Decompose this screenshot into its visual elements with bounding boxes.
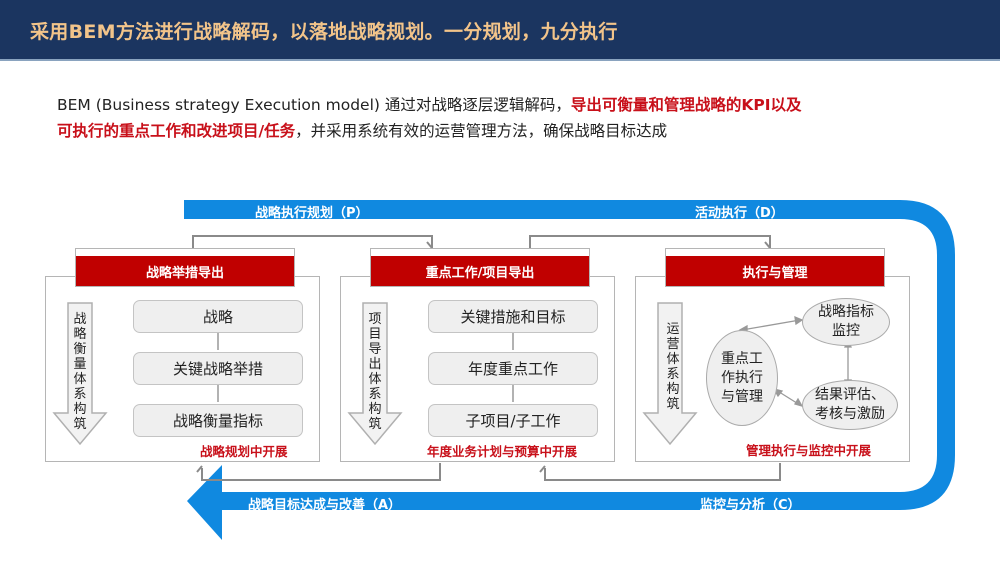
check-label: 监控与分析（C） [700,498,801,513]
panel1-step-3: 战略衡量指标 [133,404,303,437]
panel3-footer: 管理执行与监控中开展 [746,443,872,458]
node-evaluation-incentives: 结果评估、 考核与激励 [802,380,898,430]
panel1-header: 战略举措导出 [75,248,295,287]
node0-line3: 与管理 [721,388,763,405]
intro-line1-highlight: 导出可衡量和管理战略的KPI以及 [570,96,802,114]
intro-line2-text: ，并采用系统有效的运营管理方法，确保战略目标达成 [295,122,668,140]
panel2-footer: 年度业务计划与预算中开展 [427,444,578,459]
plan-label: 战略执行规划（P） [255,206,369,221]
node2-line2: 考核与激励 [815,406,885,422]
node-strategy-kpi-monitoring: 战略指标 监控 [802,298,890,346]
do-label: 活动执行（D） [695,206,784,221]
node0-line1: 重点工 [721,350,763,367]
node1-line2: 监控 [832,323,860,339]
panel3-side-label: 运营体系构筑 [666,322,680,412]
intro-paragraph: BEM (Business strategy Execution model) … [57,92,957,144]
act-label: 战略目标达成与改善（A） [248,498,402,513]
panel1-side-label: 战略衡量体系构筑 [73,312,87,432]
panel1-footer: 战略规划中开展 [200,444,288,459]
panel2-step-2: 年度重点工作 [428,352,598,385]
panel2-side-label: 项目导出体系构筑 [368,312,382,432]
panel1-step-2: 关键战略举措 [133,352,303,385]
node0-line2: 作执行 [721,369,763,386]
panel1-step-1: 战略 [133,300,303,333]
panel2-step-3: 子项目/子工作 [428,404,598,437]
intro-line2-highlight: 可执行的重点工作和改进项目/任务 [57,122,296,140]
panel2-step-1: 关键措施和目标 [428,300,598,333]
node2-line1: 结果评估、 [815,387,885,403]
panel3-header: 执行与管理 [665,248,885,287]
panel2-header: 重点工作/项目导出 [370,248,590,287]
node-key-work-execution: 重点工 作执行 与管理 [706,330,778,426]
node1-line1: 战略指标 [818,304,874,320]
page-title: 采用BEM方法进行战略解码，以落地战略规划。一分规划，九分执行 [30,21,618,43]
intro-line1-text: BEM (Business strategy Execution model) … [57,96,571,114]
bottom-connectors [196,463,781,481]
title-bar: 采用BEM方法进行战略解码，以落地战略规划。一分规划，九分执行 [0,0,1000,61]
act-arrowhead [187,465,222,540]
top-connectors [192,235,771,256]
